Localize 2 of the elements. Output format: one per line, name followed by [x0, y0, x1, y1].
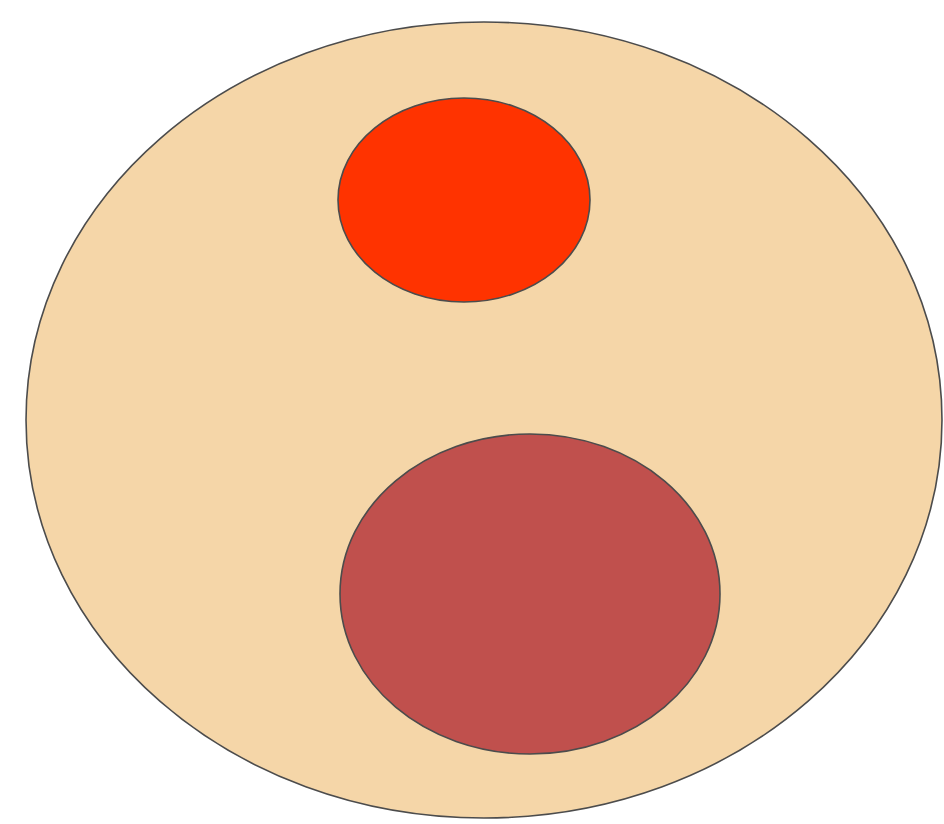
oval-shape: [337, 97, 591, 303]
oval-shape: [339, 433, 721, 755]
